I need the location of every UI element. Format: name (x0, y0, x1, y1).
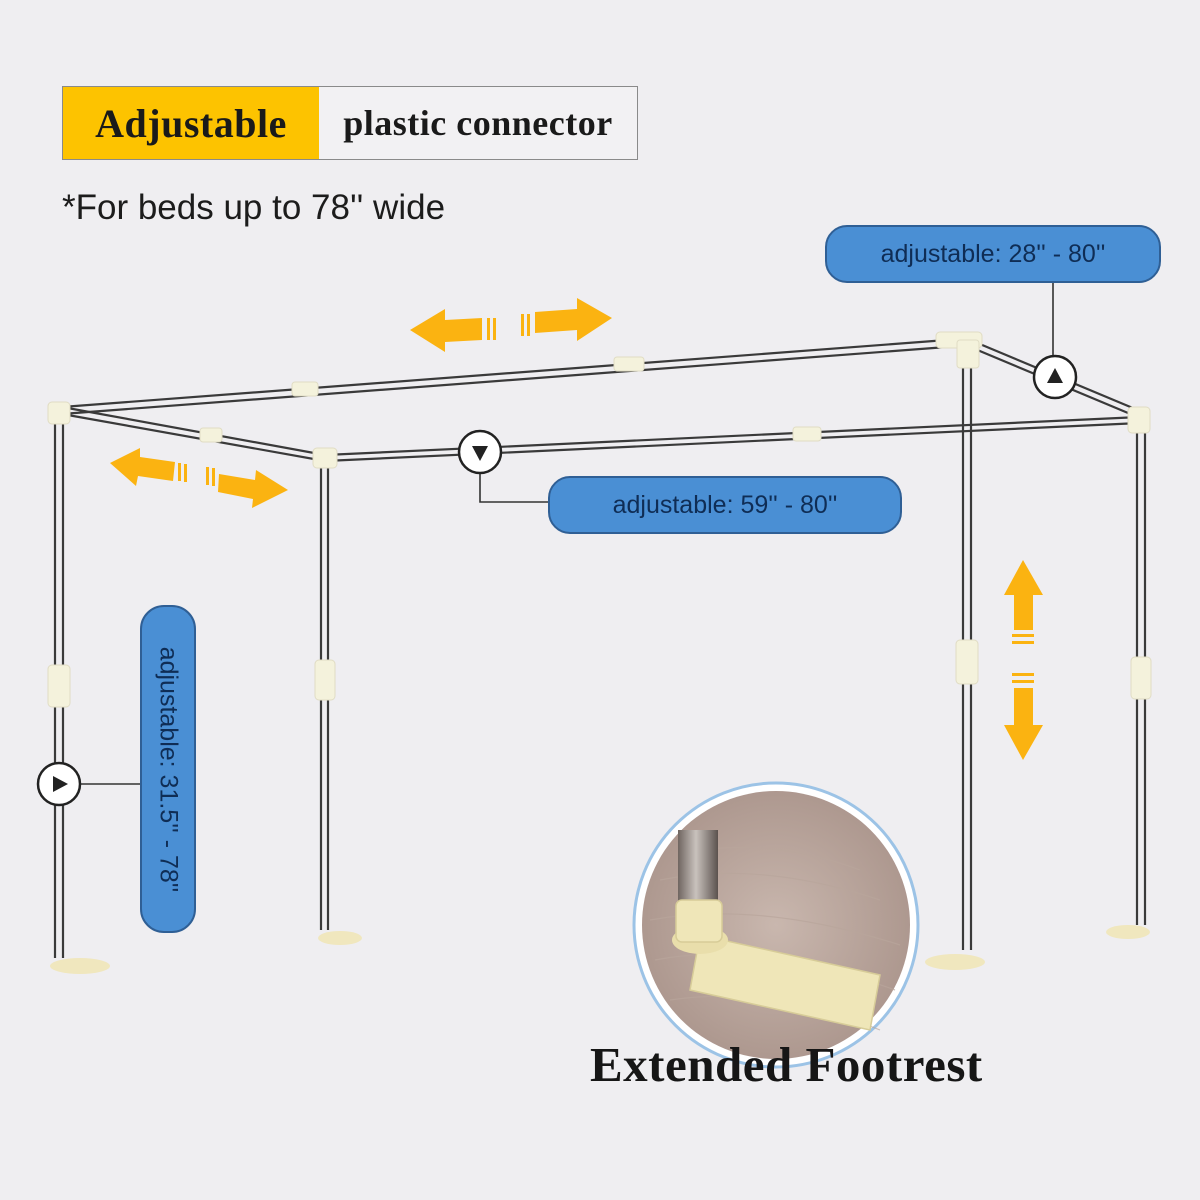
footrest-inset-image (632, 781, 920, 1069)
up-triangle-marker-icon (1032, 354, 1078, 400)
feet (50, 925, 1150, 974)
height-adjustable-callout-text: adjustable: 31.5'' - 78'' (154, 646, 183, 892)
adjustable-highlight-label: Adjustable (63, 87, 319, 159)
depth-adjustable-callout: adjustable: 28'' - 80'' (825, 225, 1161, 283)
top-horizontal-arrows-icon (410, 298, 612, 352)
callout-leader-lines (81, 283, 1054, 785)
plastic-connector-label: plastic connector (343, 103, 613, 143)
bed-width-note: *For beds up to 78'' wide (62, 188, 446, 227)
down-triangle-marker-icon (457, 429, 503, 475)
height-adjustable-callout: adjustable: 31.5'' - 78'' (140, 605, 196, 933)
right-vertical-arrows-icon (1004, 560, 1043, 760)
plastic-connectors (47, 331, 1152, 708)
width-adjustable-callout: adjustable: 59'' - 80'' (548, 476, 902, 534)
left-diagonal-arrows-icon (110, 448, 288, 508)
right-triangle-marker-icon (36, 761, 82, 807)
header-title-box: Adjustable plastic connector (62, 86, 638, 160)
extended-footrest-label: Extended Footrest (590, 1037, 983, 1092)
